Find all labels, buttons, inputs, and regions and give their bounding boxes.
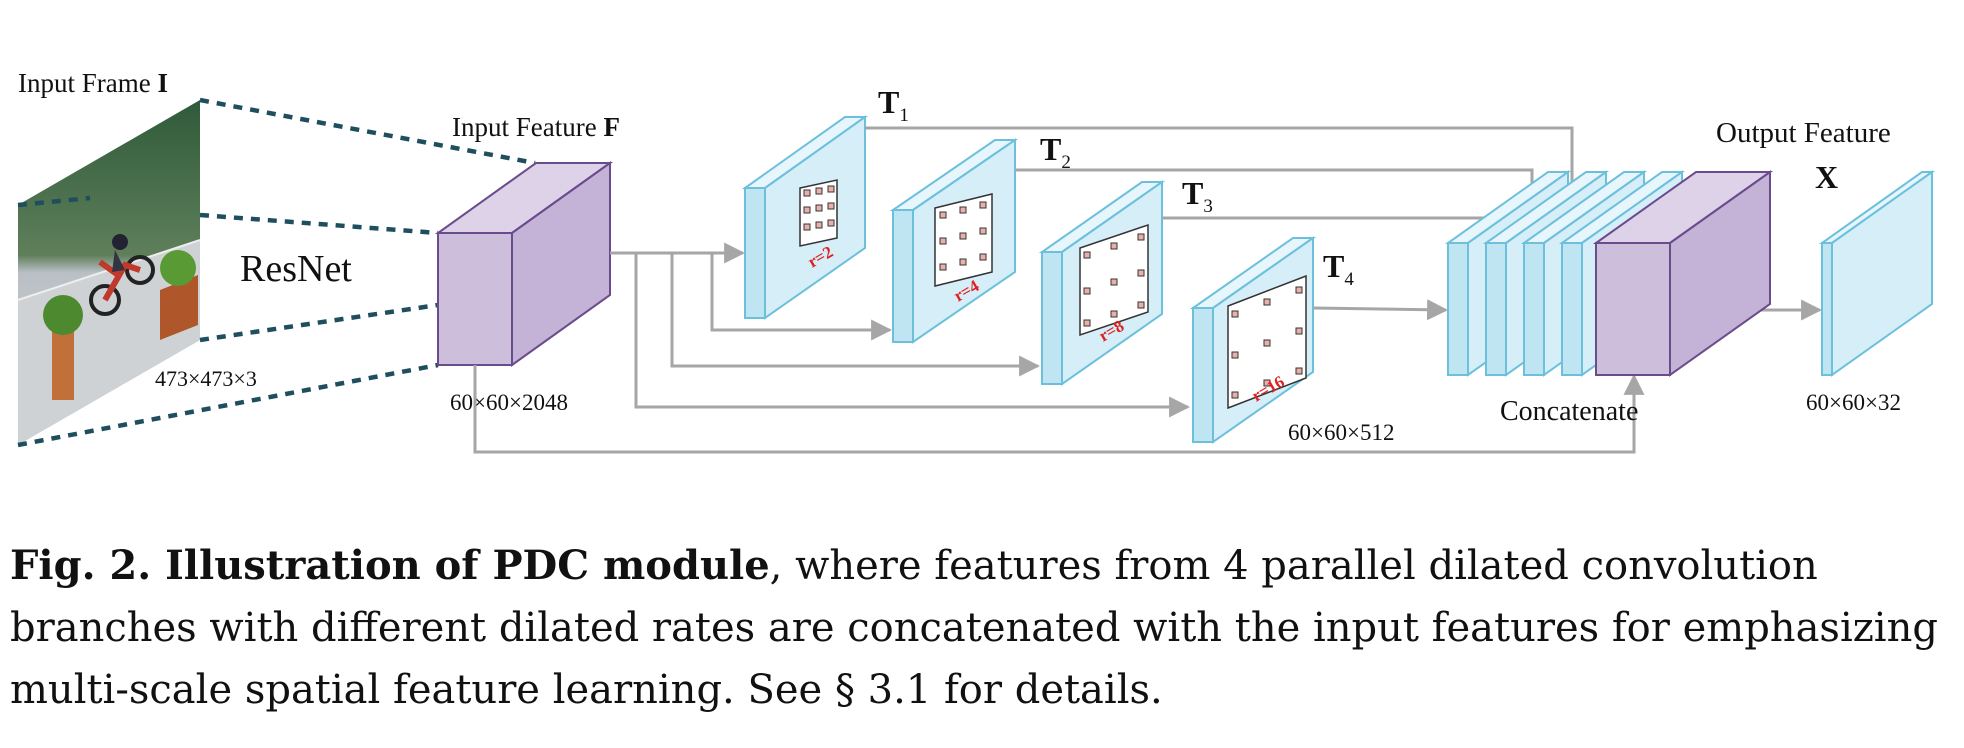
branch-t4-block [1189,236,1317,444]
branch-arrows [473,242,1645,454]
output-feature-block [1818,170,1936,377]
input-frame-label: Input Frame I [18,68,168,98]
concat-label: Concatenate [1500,396,1638,427]
branch-t3-label: T3 [1182,175,1213,217]
caption-text: , where features from 4 parallel dilated… [10,543,1938,713]
input-feature-dims: 60×60×2048 [450,390,568,415]
input-frame-image [17,100,201,445]
branch-t1-block [741,115,869,320]
branch-t2-block [889,138,1019,344]
input-feature-cube [434,161,614,367]
branch-t4-label: T4 [1323,248,1354,290]
branch-t1-label: T1 [878,84,909,126]
output-feature-dims: 60×60×32 [1806,390,1901,415]
pdc-diagram: Input Frame I 473×473×3 ResNet Input Fea… [17,68,1936,454]
concat-stack [1444,170,1774,377]
output-feature-symbol: X [1815,159,1838,195]
output-feature-label: Output Feature [1716,117,1891,149]
figure-caption: Fig. 2. Illustration of PDC module, wher… [10,535,1954,721]
backbone-label: ResNet [240,248,352,290]
caption-title: Fig. 2. Illustration of PDC module [10,542,770,589]
input-frame-dims: 473×473×3 [155,366,257,391]
projection-lines [17,97,536,448]
branch-dims: 60×60×512 [1288,420,1394,445]
input-feature-label: Input Feature F [452,112,620,142]
branch-t3-block [1038,180,1166,386]
branch-t2-label: T2 [1040,131,1071,173]
